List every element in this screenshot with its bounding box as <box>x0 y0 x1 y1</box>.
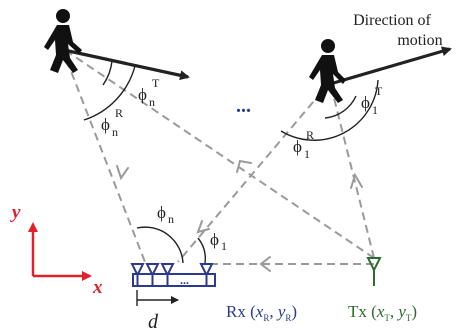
chevron-person-1-to-rx <box>196 220 210 234</box>
rx-antenna-array <box>130 263 216 287</box>
path-tx-to-person-n <box>61 47 375 259</box>
label-phi-n-T: ϕ n T <box>138 76 160 109</box>
arc-phi-1-T <box>324 95 357 119</box>
arc-phi-1 <box>197 237 206 264</box>
phi-symbol: ϕ <box>101 115 110 134</box>
tx-antenna-icon <box>366 257 382 286</box>
rx-antenna-icon <box>145 263 160 286</box>
pedestrian-n-icon <box>44 9 82 73</box>
phi-symbol: ϕ <box>361 93 370 112</box>
phi-sup: R <box>115 106 123 120</box>
spacing-annotation: d <box>136 290 179 333</box>
path-person-1-to-rx <box>177 81 331 263</box>
phi-sub: 1 <box>372 103 378 117</box>
phi-sub: n <box>168 212 174 226</box>
label-phi-1-R: ϕ 1 R <box>293 128 314 161</box>
direction-label-line2: motion <box>397 32 442 49</box>
arc-phi-n-R <box>83 65 136 121</box>
motion-arrow-person-n <box>63 48 190 81</box>
path-person-n-to-rx <box>61 47 146 263</box>
rx-label: Rx (xR, yR) <box>226 302 297 323</box>
phi-sub: n <box>149 95 155 109</box>
label-phi-n-R: ϕ n R <box>101 106 123 139</box>
phi-symbol: ϕ <box>138 85 147 104</box>
motion-arrow-person-1 <box>329 46 452 86</box>
phi-symbol: ϕ <box>210 230 219 249</box>
chevron-direct-path <box>259 256 271 272</box>
rx-antenna-icon <box>160 263 175 286</box>
phi-symbol: ϕ <box>157 203 166 222</box>
tx-label: Tx (xT, yT) <box>348 302 417 323</box>
rx-array-ellipsis: ... <box>180 273 189 287</box>
chevron-person-n-to-rx <box>116 165 129 181</box>
x-axis-label: x <box>92 277 103 298</box>
phi-sub: 1 <box>304 147 310 161</box>
phi-sub: n <box>112 125 118 139</box>
signal-paths <box>61 47 375 265</box>
phi-sup: R <box>306 128 314 142</box>
chevron-tx-to-person-1 <box>350 172 363 189</box>
arc-phi-n <box>136 226 184 264</box>
y-axis-label: y <box>10 202 21 223</box>
direction-label-line1: Direction of <box>353 12 431 29</box>
phi-sup: T <box>152 76 160 90</box>
phi-sup: T <box>375 84 383 98</box>
phi-symbol: ϕ <box>293 137 302 156</box>
rx-array-base <box>132 273 216 287</box>
label-phi-n: ϕ n <box>157 203 174 226</box>
phi-sub: 1 <box>221 239 227 253</box>
label-phi-1: ϕ 1 <box>210 230 227 253</box>
path-tx-to-person-1 <box>329 81 375 259</box>
rx-antenna-icon <box>130 263 145 286</box>
label-phi-1-T: ϕ 1 T <box>361 84 383 117</box>
pedestrian-ellipsis: ... <box>236 95 251 117</box>
chevron-tx-to-person-n <box>236 159 252 173</box>
coordinate-axes: y x <box>10 202 103 298</box>
spacing-label: d <box>148 311 159 333</box>
arc-phi-1-R <box>280 79 379 141</box>
rx-antenna-icon <box>199 263 214 286</box>
pedestrian-1-icon <box>309 39 346 103</box>
path-direction-chevrons <box>116 159 363 272</box>
